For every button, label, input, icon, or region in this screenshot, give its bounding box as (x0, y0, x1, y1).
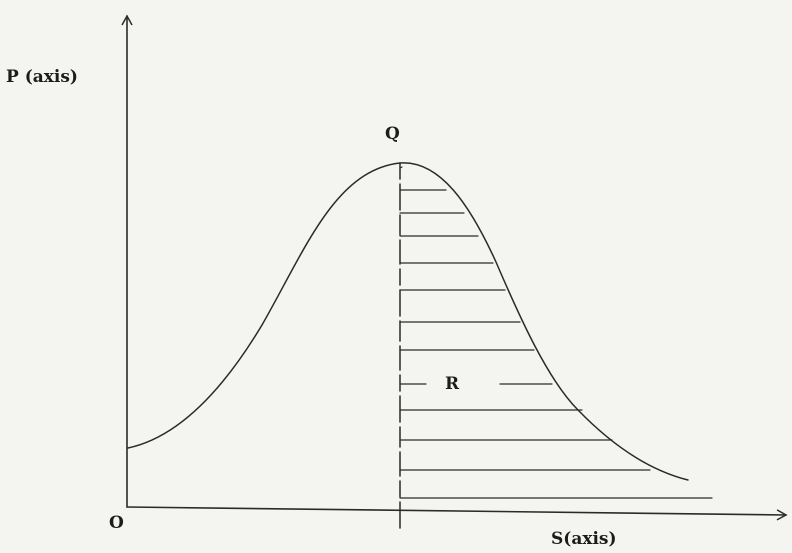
s-axis-label: S(axis) (551, 529, 617, 549)
p-axis-label: P (axis) (6, 67, 78, 87)
peak-label-q: Q (385, 124, 400, 144)
region-label-r: R (445, 374, 460, 394)
origin-label: O (109, 513, 124, 533)
region-r-hatching (399, 166, 713, 499)
s-axis-line (126, 506, 788, 521)
distribution-curve (127, 162, 689, 481)
